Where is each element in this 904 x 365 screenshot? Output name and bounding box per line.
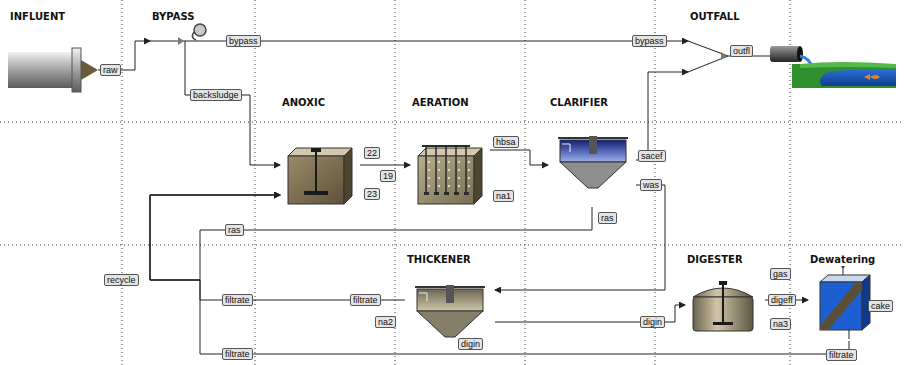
unit-heading: Dewatering bbox=[808, 254, 877, 266]
stream-tag: hbsa bbox=[493, 136, 519, 148]
unit-heading: DIGESTER bbox=[685, 254, 745, 266]
stream-tag: digin bbox=[458, 338, 483, 350]
flow-line bbox=[150, 195, 405, 300]
hopper bbox=[417, 311, 483, 337]
unit-heading: THICKENER bbox=[405, 254, 473, 266]
grid-line bbox=[0, 122, 904, 123]
flow-line bbox=[150, 195, 849, 354]
stream-tag: raw bbox=[100, 64, 121, 76]
hopper bbox=[560, 162, 626, 188]
process-unit: THICKENER bbox=[405, 249, 495, 344]
stream-tag: na3 bbox=[770, 318, 791, 330]
process-unit: DIGESTER bbox=[685, 249, 765, 339]
process-unit: CLARIFIER bbox=[548, 92, 636, 207]
stream-tag: filtrate bbox=[222, 348, 253, 360]
grid-line bbox=[122, 0, 123, 365]
grid-line bbox=[525, 0, 526, 365]
process-unit: BYPASS bbox=[150, 6, 220, 56]
unit-heading: INFLUENT bbox=[8, 11, 67, 23]
unit-heading: AERATION bbox=[410, 97, 471, 109]
stream-tag: 19 bbox=[380, 170, 396, 182]
flow-line bbox=[220, 41, 688, 42]
stream-tag: cake bbox=[868, 300, 893, 312]
stream-tag: digin bbox=[640, 316, 665, 328]
unit-heading: OUTFALL bbox=[688, 11, 742, 23]
flow-arrow bbox=[81, 60, 98, 80]
stream-tag: sacef bbox=[638, 150, 666, 162]
flow-line bbox=[185, 56, 280, 165]
unit-icon bbox=[548, 92, 636, 207]
unit-heading: CLARIFIER bbox=[548, 97, 610, 109]
grid-line bbox=[395, 0, 396, 365]
flow-line bbox=[150, 195, 592, 280]
process-unit: INFLUENT bbox=[8, 6, 98, 102]
process-unit: AERATION bbox=[410, 92, 490, 210]
process-unit: ANOXIC bbox=[280, 92, 360, 210]
process-unit: Dewatering bbox=[808, 249, 890, 341]
stream-tag: ras bbox=[598, 212, 617, 224]
tank-top bbox=[418, 148, 482, 156]
stream-tag: na2 bbox=[375, 316, 396, 328]
air-header bbox=[422, 145, 470, 147]
flow-line bbox=[360, 165, 410, 166]
unit-heading: BYPASS bbox=[150, 11, 196, 23]
stream-tag: bypass bbox=[632, 35, 667, 47]
pipe-flange bbox=[72, 48, 81, 92]
stream-tag: bypass bbox=[226, 35, 261, 47]
stream-tag: outfl bbox=[730, 45, 753, 57]
mixer-paddle bbox=[304, 191, 328, 195]
stream-tag: na1 bbox=[493, 190, 514, 202]
stream-tag: gas bbox=[770, 268, 791, 280]
flow-line bbox=[490, 150, 548, 165]
stream-tag: 22 bbox=[364, 147, 380, 159]
unit-icon bbox=[280, 92, 360, 210]
grid-line bbox=[255, 0, 256, 365]
mixer-shaft bbox=[315, 150, 317, 192]
unit-heading: ANOXIC bbox=[280, 97, 327, 109]
stream-tag: filtrate bbox=[222, 294, 253, 306]
stream-tag: recycle bbox=[104, 274, 139, 286]
flow-line bbox=[636, 72, 688, 160]
river-water bbox=[820, 69, 896, 86]
splitter-valve bbox=[194, 24, 206, 36]
press-belt bbox=[820, 282, 862, 330]
stream-tag: ras bbox=[225, 224, 244, 236]
stream-tag: filtrate bbox=[350, 294, 381, 306]
stream-tag: digeff bbox=[768, 294, 796, 306]
unit-icon bbox=[410, 92, 490, 210]
outfall-pipe bbox=[770, 46, 800, 62]
pipe-body bbox=[8, 52, 74, 88]
grid-line bbox=[0, 245, 904, 246]
stream-tag: backsludge bbox=[190, 89, 242, 101]
tank-top bbox=[288, 148, 352, 156]
process-unit: OUTFALL bbox=[688, 6, 898, 86]
stream-tag: 23 bbox=[364, 188, 380, 200]
flow-line bbox=[495, 185, 665, 290]
stream-tag: was bbox=[640, 179, 662, 191]
press-body bbox=[820, 282, 862, 330]
stream-tag: filtrate bbox=[826, 349, 857, 361]
